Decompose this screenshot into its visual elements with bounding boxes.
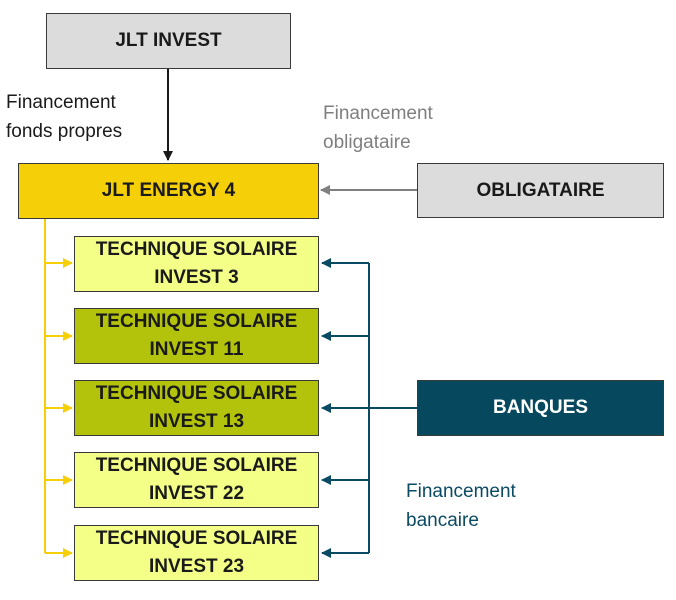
equity-label-line2: fonds propres xyxy=(6,121,123,142)
subsidiary-name-line1: TECHNIQUE SOLAIRE xyxy=(95,528,298,549)
obligataire-label: OBLIGATAIRE xyxy=(476,179,605,201)
subsidiary-node: TECHNIQUE SOLAIRE INVEST 23 xyxy=(74,525,319,581)
bond-label-line1: Financement xyxy=(323,103,433,124)
bank-label-line1: Financement xyxy=(406,481,516,502)
jlt-energy-4-label: JLT ENERGY 4 xyxy=(101,180,236,201)
jlt-invest-node: JLT INVEST xyxy=(46,13,291,69)
subsidiary-name-line2: INVEST 13 xyxy=(148,411,245,432)
subsidiary-name-line1: TECHNIQUE SOLAIRE xyxy=(95,239,298,260)
obligataire-node: OBLIGATAIRE xyxy=(417,163,664,218)
subsidiary-name-line2: INVEST 23 xyxy=(148,556,245,577)
subsidiary-node: TECHNIQUE SOLAIRE INVEST 11 xyxy=(74,308,319,364)
subsidiary-node: TECHNIQUE SOLAIRE INVEST 3 xyxy=(74,236,319,292)
jlt-energy-4-node: JLT ENERGY 4 xyxy=(18,163,319,219)
jlt-invest-label: JLT INVEST xyxy=(115,30,222,51)
subsidiary-node: TECHNIQUE SOLAIRE INVEST 13 xyxy=(74,380,319,436)
subsidiary-name-line2: INVEST 22 xyxy=(148,483,245,504)
subsidiary-node: TECHNIQUE SOLAIRE INVEST 22 xyxy=(74,452,319,508)
bond-label-line2: obligataire xyxy=(323,132,411,153)
bank-financing-label: Financement bancaire xyxy=(406,477,516,535)
subsidiary-name-line1: TECHNIQUE SOLAIRE xyxy=(95,311,298,332)
subsidiary-name-line1: TECHNIQUE SOLAIRE xyxy=(95,383,298,404)
subsidiary-name-line1: TECHNIQUE SOLAIRE xyxy=(95,455,298,476)
subsidiary-name-line2: INVEST 11 xyxy=(149,339,244,360)
banques-node: BANQUES xyxy=(417,380,664,436)
equity-financing-label: Financement fonds propres xyxy=(6,88,122,146)
bank-label-line2: bancaire xyxy=(406,510,479,531)
subsidiary-name-line2: INVEST 3 xyxy=(154,267,239,288)
bond-financing-label: Financement obligataire xyxy=(323,99,433,157)
equity-label-line1: Financement xyxy=(6,92,116,113)
banques-label: BANQUES xyxy=(492,397,588,418)
